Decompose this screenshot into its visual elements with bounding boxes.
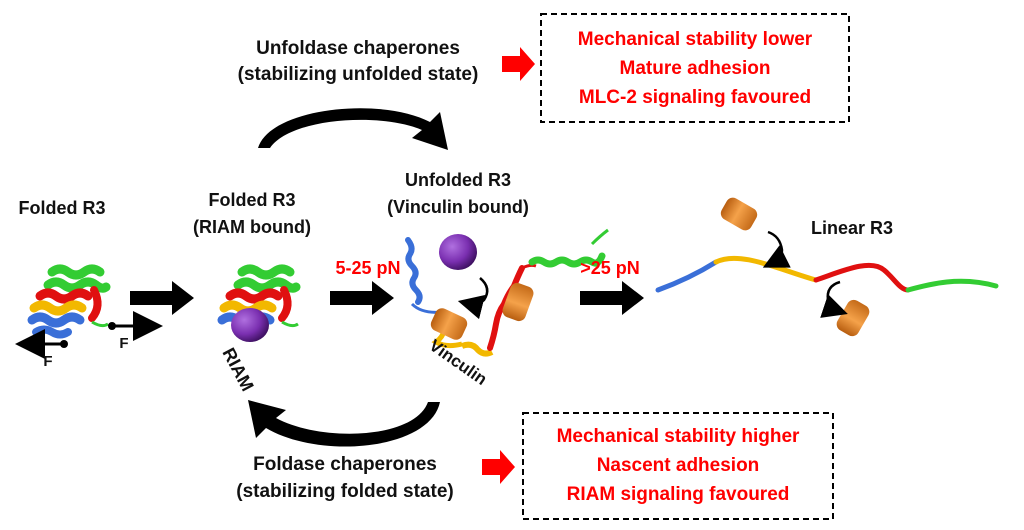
release-arrow-vinculin-2 xyxy=(820,280,848,318)
release-arrow-vinculin-1 xyxy=(762,230,791,268)
riam-sphere-released xyxy=(439,234,477,270)
vinculin-cylinder-2 xyxy=(502,282,534,322)
riam-label: RIAM xyxy=(218,344,257,394)
unfolded-label-line2: (Vinculin bound) xyxy=(387,197,529,217)
linear-r3-label: Linear R3 xyxy=(811,218,893,238)
folded-riam-label-line2: (RIAM bound) xyxy=(193,217,311,237)
unfolded-label-line1: Unfolded R3 xyxy=(405,170,511,190)
folded-r3-bundle xyxy=(27,264,111,339)
outcome-top-line2: Mature adhesion xyxy=(620,58,771,79)
block-arrow-1 xyxy=(130,281,194,315)
release-arrow-riam xyxy=(457,277,489,320)
folded-r3-label: Folded R3 xyxy=(18,198,105,218)
unfoldase-label-line2: (stabilizing unfolded state) xyxy=(238,64,479,85)
outcome-box-bottom xyxy=(522,412,834,520)
curved-arrow-top xyxy=(258,108,448,150)
red-arrow-bottom xyxy=(482,450,515,484)
vinculin-cylinder-linear-2 xyxy=(836,299,870,337)
force-anchor-right xyxy=(108,322,116,330)
linear-r3-chain xyxy=(655,255,999,293)
outcome-box-top xyxy=(540,13,850,123)
unfolded-r3-chain xyxy=(405,228,609,357)
riam-sphere-1 xyxy=(231,308,269,342)
force-label-left: F xyxy=(43,353,52,370)
force-low-label: 5-25 pN xyxy=(335,258,400,278)
outcome-top-line1: Mechanical stability lower xyxy=(578,29,813,50)
force-high-label: >25 pN xyxy=(580,258,640,278)
outcome-top-line3: MLC-2 signaling favoured xyxy=(579,87,811,108)
foldase-label-line1: Foldase chaperones xyxy=(253,454,437,475)
outcome-bottom-line3: RIAM signaling favoured xyxy=(567,484,790,505)
force-anchor-left xyxy=(60,340,68,348)
force-label-right: F xyxy=(119,335,128,352)
block-arrow-2 xyxy=(330,281,394,315)
vinculin-cylinder-linear-1 xyxy=(720,197,758,231)
vinculin-cylinder-1 xyxy=(430,308,468,340)
outcome-bottom-line1: Mechanical stability higher xyxy=(557,426,800,447)
folded-riam-label-line1: Folded R3 xyxy=(208,190,295,210)
block-arrow-3 xyxy=(580,281,644,315)
unfoldase-label-line1: Unfoldase chaperones xyxy=(256,38,460,59)
outcome-bottom-line2: Nascent adhesion xyxy=(597,455,760,476)
curved-arrow-bottom xyxy=(248,400,440,447)
foldase-label-line2: (stabilizing folded state) xyxy=(236,481,453,502)
red-arrow-top xyxy=(502,47,535,81)
